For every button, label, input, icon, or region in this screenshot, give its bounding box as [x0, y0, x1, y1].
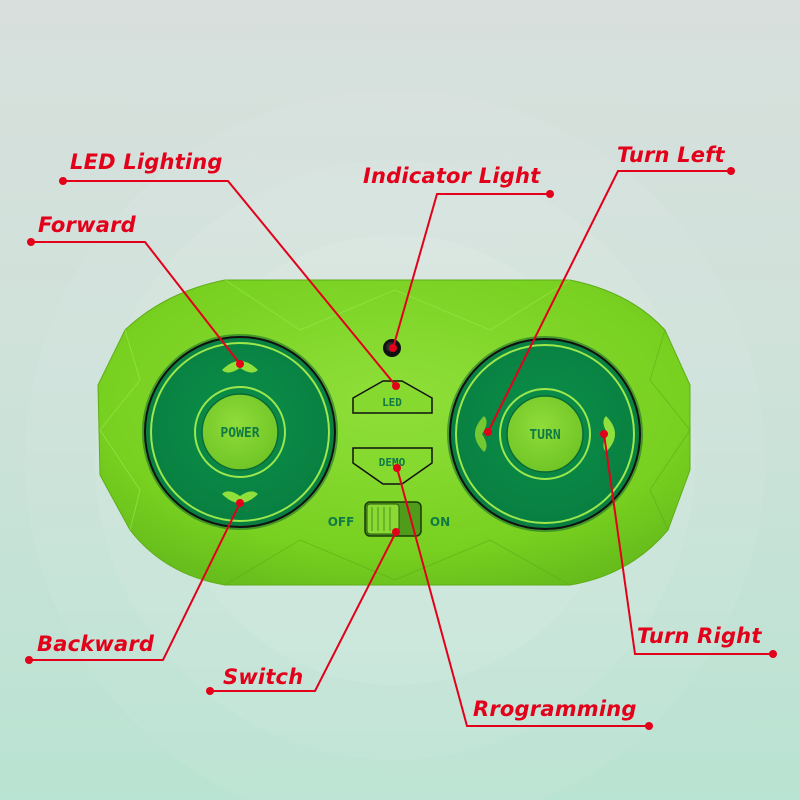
leader-indicator-light	[392, 193, 550, 349]
facet-line	[224, 279, 571, 331]
led-button[interactable]: LED	[352, 380, 433, 414]
callout-programming: Rrogramming	[473, 697, 637, 721]
callout-leaders	[29, 170, 773, 727]
backward-arrow-icon[interactable]	[222, 491, 258, 503]
switch-off-label: OFF	[328, 515, 355, 529]
leader-backward	[29, 502, 241, 661]
leader-forward	[31, 241, 241, 365]
leader-turn-right	[603, 433, 773, 655]
right-turn-pad[interactable]: TURN	[447, 336, 643, 532]
facet-line	[649, 329, 691, 531]
callout-switch: Switch	[223, 665, 304, 689]
leader-switch	[210, 531, 397, 692]
switch-on-label: ON	[430, 515, 450, 529]
power-button[interactable]	[201, 393, 279, 471]
facet-line	[99, 329, 141, 531]
turn-right-arrow-icon[interactable]	[603, 416, 615, 452]
callout-backward: Backward	[37, 632, 155, 656]
leader-led-lighting	[63, 180, 397, 387]
facet-line	[224, 539, 571, 586]
turn-button[interactable]	[506, 395, 584, 473]
callout-dots	[25, 167, 777, 730]
turn-left-arrow-icon[interactable]	[475, 416, 487, 452]
led-label: LED	[382, 396, 402, 409]
callout-forward: Forward	[38, 213, 136, 237]
callout-turn-right: Turn Right	[637, 624, 762, 648]
power-switch[interactable]	[364, 501, 422, 537]
callout-turn-left: Turn Left	[617, 143, 725, 167]
leader-programming	[396, 467, 649, 727]
left-direction-pad[interactable]: POWER	[142, 334, 338, 530]
turn-label: TURN	[529, 428, 560, 443]
leader-turn-left	[487, 170, 731, 433]
callout-indicator-light: Indicator Light	[363, 164, 541, 188]
demo-label: DEMO	[379, 456, 406, 469]
power-label: POWER	[220, 426, 259, 441]
callout-led-lighting: LED Lighting	[70, 150, 223, 174]
